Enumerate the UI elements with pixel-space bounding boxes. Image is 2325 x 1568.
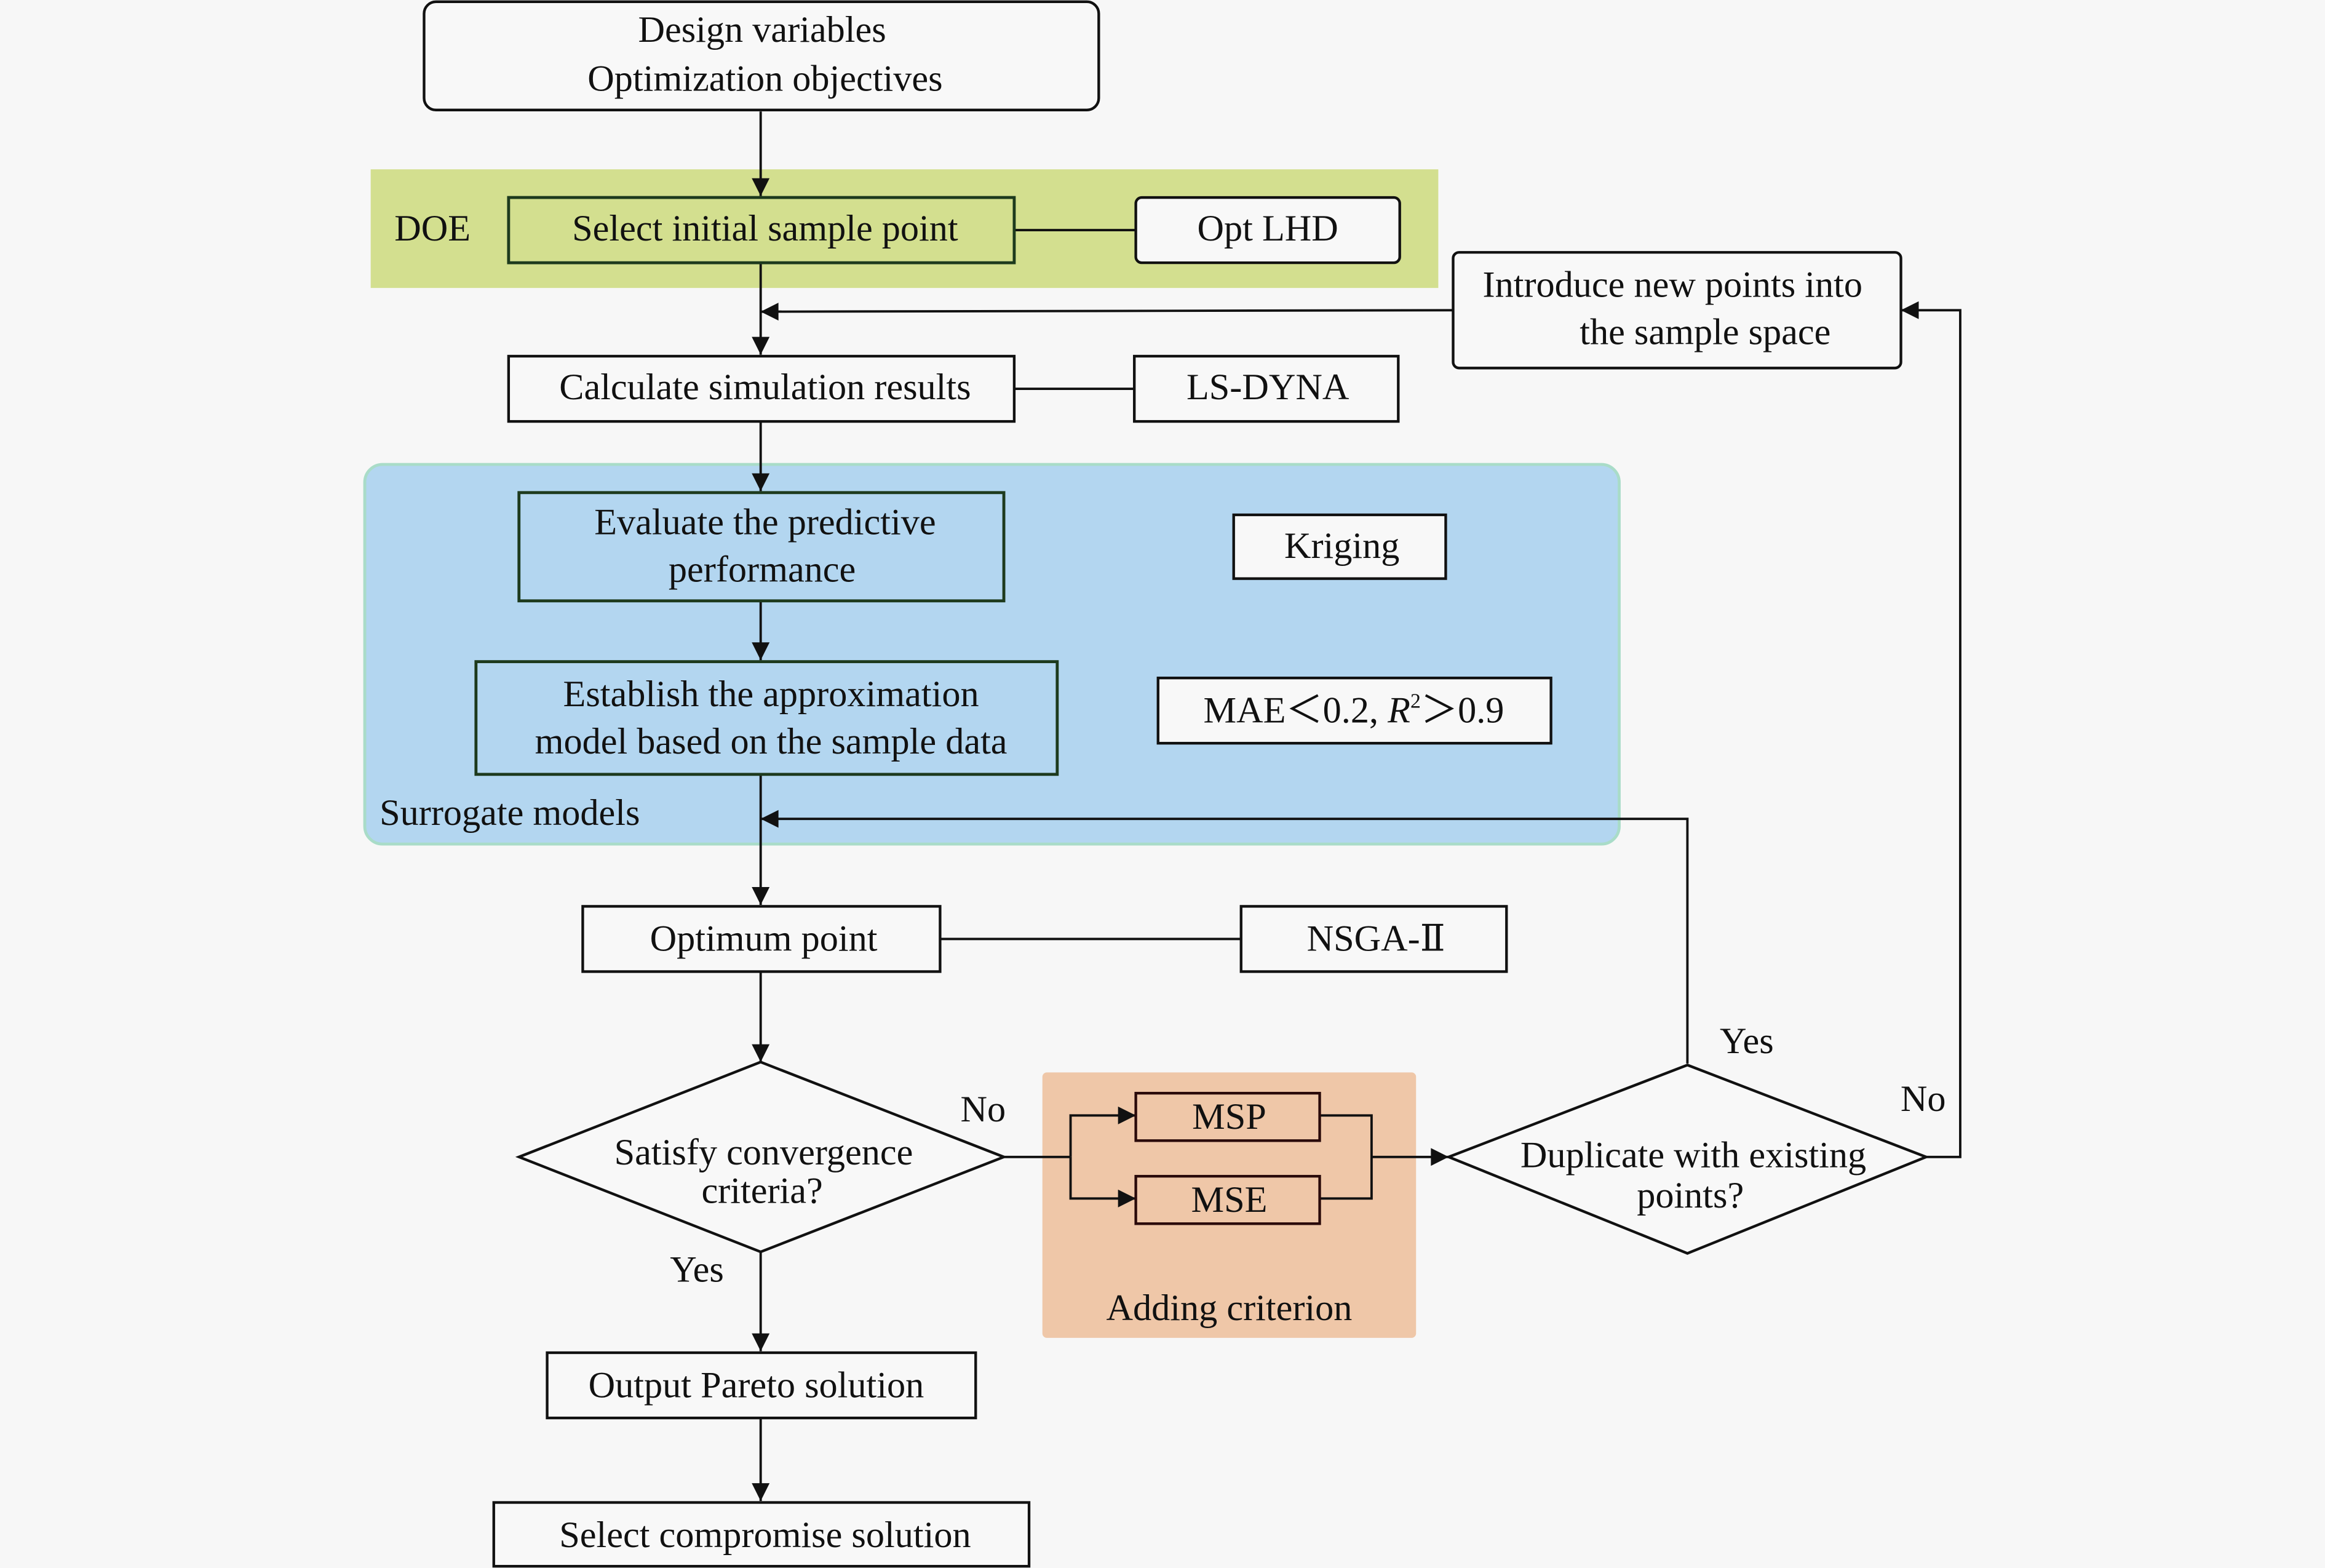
output-pareto-node[interactable]: Output Pareto solution xyxy=(546,1351,977,1420)
edge-to-msp xyxy=(1069,1106,1136,1157)
duplicate-line-2: points? xyxy=(1637,1175,1744,1216)
opt-lhd-label: Opt LHD xyxy=(1198,208,1338,249)
edge-duplicate-no-to-introduce xyxy=(1901,301,1961,1158)
doe-label: DOE xyxy=(394,208,471,249)
calculate-node[interactable]: Calculate simulation results xyxy=(507,354,1016,423)
start-line-1: Design variables xyxy=(638,9,886,50)
edge-to-mse xyxy=(1069,1156,1136,1208)
duplicate-no-label: No xyxy=(1901,1078,1946,1120)
introduce-line-1: Introduce new points into xyxy=(1483,265,1862,306)
msp-label: MSP xyxy=(1192,1096,1266,1137)
establish-line-2: model based on the sample data xyxy=(535,721,1008,762)
optimum-node[interactable]: Optimum point xyxy=(581,905,942,973)
start-node[interactable]: Design variables Optimization objectives xyxy=(423,0,1100,111)
evaluate-line-1: Evaluate the predictive xyxy=(594,501,936,543)
convergence-line-1: Satisfy convergence xyxy=(614,1132,913,1173)
introduce-node[interactable]: Introduce new points into the sample spa… xyxy=(1452,251,1902,370)
optimum-label: Optimum point xyxy=(650,918,878,960)
edge-duplicate-yes-to-surrogate xyxy=(760,810,1689,1064)
select-initial-label: Select initial sample point xyxy=(572,208,958,249)
select-initial-node[interactable]: Select initial sample point xyxy=(507,196,1016,265)
mse-node[interactable]: MSE xyxy=(1134,1174,1321,1225)
msp-node[interactable]: MSP xyxy=(1134,1091,1321,1142)
evaluate-node[interactable]: Evaluate the predictive performance xyxy=(517,491,1006,603)
start-line-2: Optimization objectives xyxy=(587,58,942,99)
converge-no-label: No xyxy=(960,1089,1006,1130)
accuracy-criteria-node[interactable]: MAE＜0.2, R2＞0.9 xyxy=(1156,676,1552,745)
introduce-line-2: the sample space xyxy=(1580,312,1830,353)
nsga-label: NSGA-Ⅱ xyxy=(1307,918,1445,960)
select-compromise-label: Select compromise solution xyxy=(559,1514,971,1556)
nsga-node[interactable]: NSGA-Ⅱ xyxy=(1239,905,1508,973)
duplicate-decision[interactable]: Duplicate with existing points? xyxy=(1445,1064,1930,1255)
select-compromise-node[interactable]: Select compromise solution xyxy=(492,1501,1031,1568)
mse-label: MSE xyxy=(1191,1179,1268,1220)
convergence-line-2: criteria? xyxy=(701,1171,822,1212)
duplicate-line-1: Duplicate with existing xyxy=(1520,1135,1866,1176)
accuracy-criteria-label: MAE＜0.2, R2＞0.9 xyxy=(1204,690,1504,731)
output-pareto-label: Output Pareto solution xyxy=(589,1364,924,1406)
establish-node[interactable]: Establish the approximation model based … xyxy=(474,660,1059,776)
connectors xyxy=(752,111,1961,1502)
adding-criterion-label: Adding criterion xyxy=(1107,1287,1353,1329)
ls-dyna-label: LS-DYNA xyxy=(1186,367,1349,408)
edge-introduce-to-calc xyxy=(760,303,1453,321)
establish-line-1: Establish the approximation xyxy=(563,674,979,715)
calculate-label: Calculate simulation results xyxy=(559,367,971,408)
opt-lhd-node[interactable]: Opt LHD xyxy=(1134,196,1401,265)
ls-dyna-node[interactable]: LS-DYNA xyxy=(1133,354,1400,423)
evaluate-line-2: performance xyxy=(669,549,856,590)
kriging-node[interactable]: Kriging xyxy=(1232,513,1447,580)
surrogate-label: Surrogate models xyxy=(380,792,640,834)
duplicate-yes-label: Yes xyxy=(1720,1021,1774,1062)
convergence-decision[interactable]: Satisfy convergence criteria? xyxy=(515,1061,1008,1254)
kriging-label: Kriging xyxy=(1284,525,1399,567)
converge-yes-label: Yes xyxy=(670,1249,724,1290)
